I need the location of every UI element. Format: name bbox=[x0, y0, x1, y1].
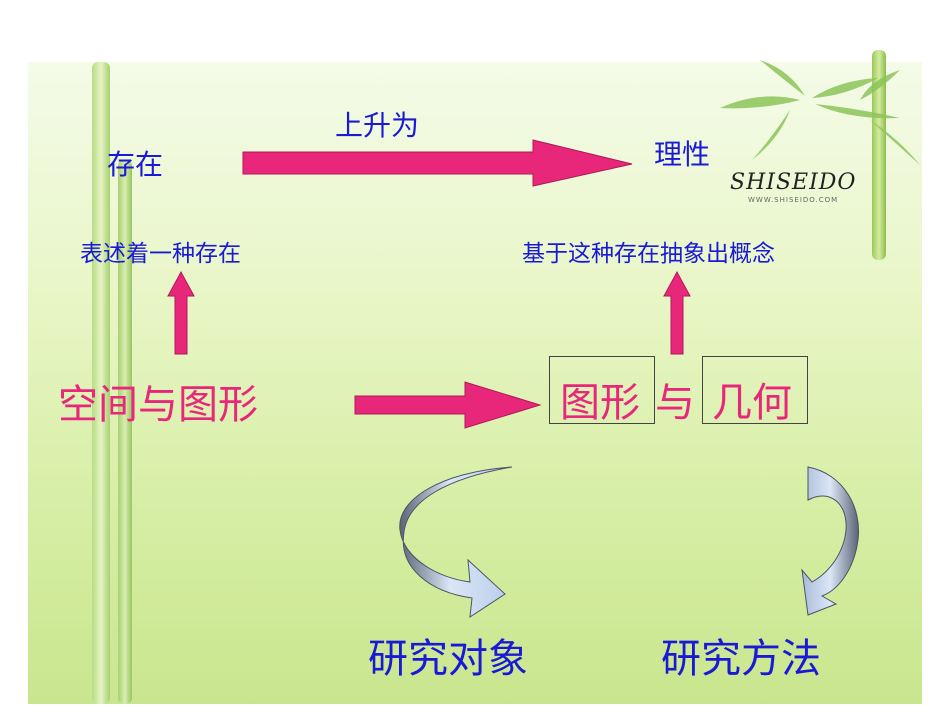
brand-logo-url: WWW.SHISEIDO.COM bbox=[748, 196, 839, 204]
label-expresses-existence: 表述着一种存在 bbox=[80, 241, 241, 267]
label-figure: 图形 bbox=[560, 380, 640, 426]
label-research-method: 研究方法 bbox=[661, 636, 821, 682]
curved-arrow-left bbox=[399, 466, 513, 618]
up-arrow-left bbox=[167, 270, 195, 355]
right-arrow-top bbox=[242, 139, 633, 187]
up-arrow-right bbox=[663, 270, 691, 355]
right-arrow-middle bbox=[354, 381, 542, 429]
curved-arrow-right bbox=[801, 466, 860, 616]
label-abstract-concept: 基于这种存在抽象出概念 bbox=[522, 241, 775, 267]
bamboo-decoration-right-1 bbox=[872, 50, 886, 260]
box-geometry bbox=[702, 356, 808, 424]
label-space-and-figure: 空间与图形 bbox=[58, 382, 258, 428]
label-reason: 理性 bbox=[654, 138, 711, 171]
box-figure bbox=[549, 356, 655, 424]
brand-logo: SHISEIDO bbox=[730, 170, 857, 195]
label-research-object: 研究对象 bbox=[368, 636, 528, 682]
label-and: 与 bbox=[655, 380, 695, 426]
label-geometry: 几何 bbox=[712, 380, 792, 426]
label-existence: 存在 bbox=[107, 148, 164, 181]
bamboo-decoration-left-1 bbox=[92, 62, 110, 704]
bamboo-decoration-left-2 bbox=[118, 160, 132, 704]
label-rise-to: 上升为 bbox=[335, 109, 420, 142]
bamboo-leaves-decoration bbox=[720, 60, 920, 165]
